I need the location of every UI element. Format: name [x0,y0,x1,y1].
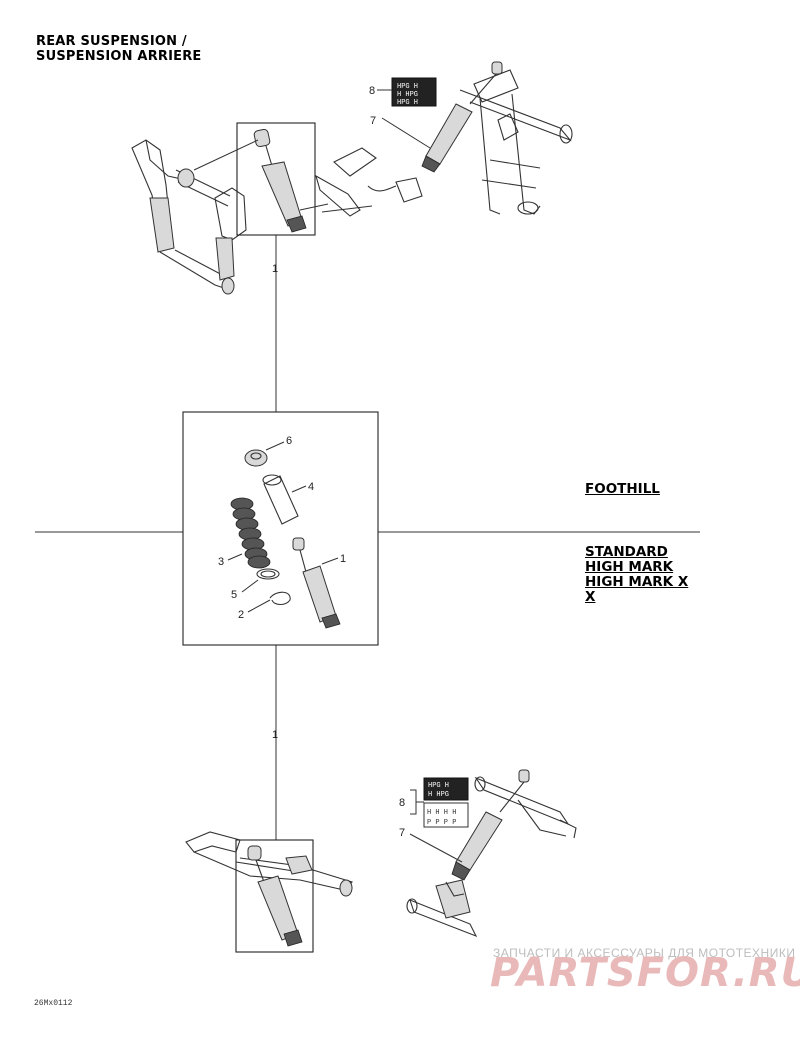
part-2-clip [269,591,291,606]
callout-bottom-shock-7: 7 [399,827,405,839]
callout-part-4: 4 [308,481,314,493]
variant-high-mark: HIGH MARK [585,559,674,575]
diagram-title: REAR SUSPENSION / SUSPENSION ARRIERE [36,34,202,64]
variant-high-mark-x: HIGH MARK X [585,574,689,590]
top-suspension-assembly: HPG H H HPG HPG H [131,61,573,295]
watermark-brand: PARTSFOR.RU [490,950,800,996]
part-3-spring [230,497,271,569]
bottom-right-assembly: HPG H H HPG H H H H P P P P [406,769,577,938]
part-5-ring [256,568,280,580]
variant-foothill: FOOTHILL [585,481,660,497]
top-shock-leader [193,139,259,171]
svg-text:HPG H: HPG H [397,99,418,107]
bottom-suspension-assembly [185,831,354,947]
title-line-1: REAR SUSPENSION / [36,34,187,49]
svg-text:HPG H: HPG H [397,83,418,91]
callout-top-shock: 1 [272,263,278,275]
callout-part-1: 1 [340,553,346,565]
svg-text:H HPG: H HPG [397,91,418,99]
part-4-sleeve [262,474,299,525]
svg-text:HPG H: HPG H [428,782,449,790]
callout-bottom-shock: 1 [272,729,278,741]
title-line-2: SUSPENSION ARRIERE [36,49,202,64]
top-decal-8: HPG H H HPG HPG H [391,77,437,107]
top-shock-absorber [253,128,307,233]
figure-code: 26Mx0112 [34,999,73,1008]
variant-standard: STANDARD [585,544,668,560]
bottom-decal-leader [410,789,424,815]
callout-part-5: 5 [231,589,237,601]
part-1-shock [292,537,341,629]
bottom-shock-7-leader [409,833,463,863]
callout-part-6: 6 [286,435,292,447]
top-frame-right [459,69,573,215]
top-linkage [315,147,423,217]
shock-7-leader [381,117,431,149]
variant-x: X [585,589,596,605]
rear-arm-left [131,139,247,295]
watermark-subtitle: ЗАПЧАСТИ И АКСЕССУАРЫ ДЛЯ МОТОТЕХНИКИ [493,946,796,960]
svg-text:H H H H: H H H H [427,809,456,817]
callout-part-2: 2 [238,609,244,621]
top-shock-frame [236,122,316,236]
callout-top-decal: 8 [369,85,375,97]
exploded-view-frame [182,411,379,646]
svg-text:P P P P: P P P P [427,819,456,827]
callout-bottom-decal: 8 [399,797,405,809]
top-shock-absorber-7 [421,61,503,173]
part-6-stopper [244,449,268,467]
top-shock-leader-2 [299,203,329,211]
callout-top-shock-7: 7 [370,115,376,127]
svg-text:H HPG: H HPG [428,791,449,799]
exploded-view [227,441,341,629]
callout-part-3: 3 [218,556,224,568]
bottom-shock-frame [235,839,314,953]
